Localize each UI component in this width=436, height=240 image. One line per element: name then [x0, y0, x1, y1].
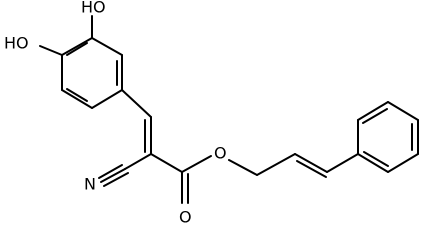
bond: [91, 89, 123, 109]
alpha-to-carbonyl-bond: [150, 153, 183, 173]
aromatic-inner-bond: [363, 151, 389, 167]
bond: [357, 153, 389, 173]
hydroxyl-bond-left: [39, 45, 63, 56]
carbonyl-oxygen-label: O: [179, 208, 192, 227]
catechol-ring: [61, 37, 123, 109]
aromatic-inner-bond: [66, 88, 88, 102]
alkene-double-bond-inner: [296, 160, 327, 178]
bond: [61, 89, 93, 109]
aromatic-inner-bond: [362, 108, 388, 124]
nitrile-triple-bond: [98, 164, 123, 179]
nitrile-nitrogen-label: N: [84, 175, 96, 194]
alkene-double-bond: [294, 153, 328, 173]
nitrile-triple-bond: [103, 172, 129, 187]
bond: [91, 37, 123, 56]
aromatic-inner-bond: [66, 42, 88, 56]
nitrile-triple-bond: [100, 168, 126, 183]
ester-oxygen-to-ch2-bond: [228, 159, 258, 176]
alpha-to-nitrile-bond: [124, 153, 152, 170]
bond: [357, 101, 389, 121]
carbonyl-to-ester-oxygen-bond: [181, 155, 212, 173]
alkene-to-phenyl-bond: [326, 153, 359, 173]
bond: [387, 153, 419, 173]
ring-to-vinyl-bond: [121, 89, 152, 118]
hydroxyl-label-left: HO: [4, 34, 29, 53]
ester-oxygen-label: O: [214, 144, 227, 163]
bond: [387, 101, 419, 121]
ch2-to-alkene-bond: [256, 153, 296, 176]
bond: [61, 37, 93, 56]
hydroxyl-label-top: HO: [81, 0, 106, 17]
phenyl-ring: [357, 101, 419, 173]
